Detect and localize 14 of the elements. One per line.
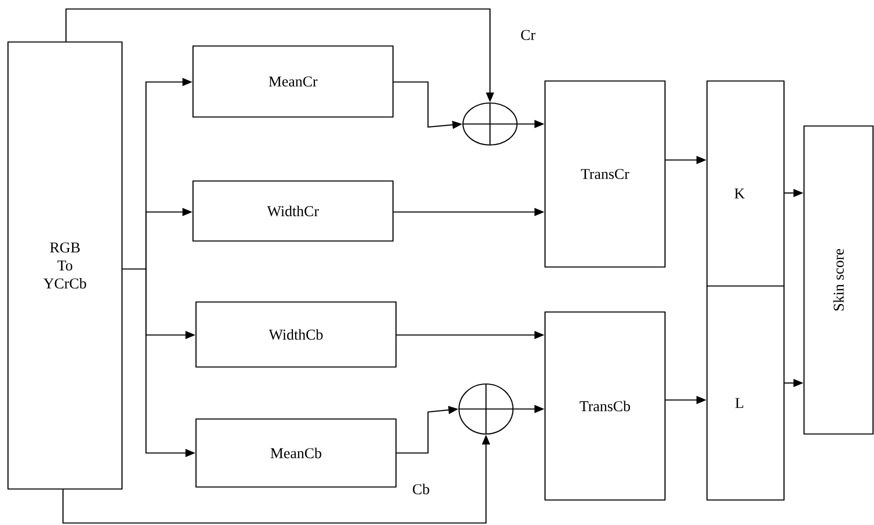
edge-label: Cr [520,28,536,42]
output-box: Skin score [803,125,874,435]
process-box: WidthCb [195,301,397,368]
classifier-box: L [706,285,785,501]
summing-junction [458,382,514,436]
transform-box: TransCr [544,80,666,268]
summing-junction [462,102,518,146]
process-box: MeanCb [195,418,397,488]
edge-label: Cb [411,482,431,496]
converter-box: RGB To YCrCb [7,41,123,490]
process-box: WidthCr [192,180,394,242]
process-box: MeanCr [192,45,394,118]
transform-box: TransCb [544,311,666,501]
classifier-box: K [706,80,785,287]
